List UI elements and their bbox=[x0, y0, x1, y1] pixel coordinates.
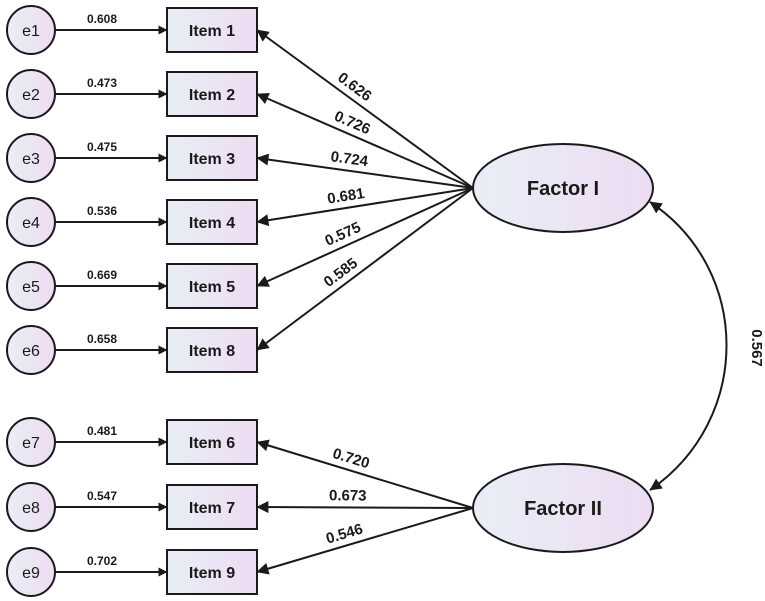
error-node-e7: e7 bbox=[6, 417, 56, 467]
error-circle bbox=[6, 325, 56, 375]
error-label: e4 bbox=[22, 215, 40, 232]
error-circle bbox=[6, 261, 56, 311]
error-label: e3 bbox=[22, 151, 40, 168]
item-box bbox=[166, 71, 258, 117]
item-label: Item 6 bbox=[189, 435, 235, 452]
error-label: e2 bbox=[22, 87, 40, 104]
item-label: Item 9 bbox=[189, 565, 235, 582]
item-box bbox=[166, 549, 258, 595]
error-weight-label: 0.481 bbox=[87, 424, 117, 438]
item-node-item7: Item 7 bbox=[166, 484, 258, 530]
error-weight-label: 0.669 bbox=[87, 268, 117, 282]
loading-label: 0.720 bbox=[331, 445, 372, 472]
error-node-e9: e9 bbox=[6, 547, 56, 597]
error-circle bbox=[6, 69, 56, 119]
item-label: Item 5 bbox=[189, 279, 235, 296]
error-circle bbox=[6, 417, 56, 467]
loading-label: 0.724 bbox=[330, 148, 370, 170]
error-label: e5 bbox=[22, 279, 40, 296]
error-weight-label: 0.473 bbox=[87, 76, 117, 90]
error-node-e1: e1 bbox=[6, 5, 56, 55]
factor-correlation-path bbox=[649, 201, 728, 491]
factor-ellipse bbox=[472, 463, 654, 553]
path-lines bbox=[55, 25, 728, 577]
item-node-item4: Item 4 bbox=[166, 199, 258, 245]
loading-label: 0.673 bbox=[329, 487, 367, 504]
item-node-item3: Item 3 bbox=[166, 135, 258, 181]
factor-label: Factor I bbox=[527, 178, 599, 200]
loading-path-item1 bbox=[256, 29, 474, 189]
loading-path-item5 bbox=[256, 187, 474, 287]
error-node-e6: e6 bbox=[6, 325, 56, 375]
item-box bbox=[166, 327, 258, 373]
item-label: Item 2 bbox=[189, 87, 235, 104]
factor-node-f2: Factor II bbox=[472, 463, 654, 553]
error-weight-label: 0.658 bbox=[87, 332, 117, 346]
loading-path-item7 bbox=[256, 501, 474, 514]
item-box bbox=[166, 419, 258, 465]
error-node-e2: e2 bbox=[6, 69, 56, 119]
path-nodes: e1 e2 e3 e4 e5 e6 e7 e8 e9 Item 1 Item 2 Item 3 Item… bbox=[6, 5, 654, 597]
item-box bbox=[166, 484, 258, 530]
error-node-e3: e3 bbox=[6, 133, 56, 183]
error-circle bbox=[6, 133, 56, 183]
error-circle bbox=[6, 547, 56, 597]
loading-label: 0.726 bbox=[332, 108, 373, 139]
loading-label: 0.585 bbox=[321, 255, 361, 291]
error-weight-label: 0.475 bbox=[87, 140, 117, 154]
item-label: Item 3 bbox=[189, 151, 235, 168]
loading-path-item8 bbox=[256, 187, 474, 351]
item-node-item1: Item 1 bbox=[166, 7, 258, 53]
item-node-item2: Item 2 bbox=[166, 71, 258, 117]
factor-ellipse bbox=[472, 143, 654, 233]
error-label: e9 bbox=[22, 565, 40, 582]
error-node-e4: e4 bbox=[6, 197, 56, 247]
loading-label: 0.575 bbox=[322, 219, 363, 250]
item-label: Item 8 bbox=[189, 343, 235, 360]
error-weight-label: 0.702 bbox=[87, 554, 117, 568]
error-circle bbox=[6, 5, 56, 55]
path-labels: 0.608 0.473 0.475 0.536 0.669 0.658 0.481 0.547… bbox=[87, 12, 765, 568]
item-node-item6: Item 6 bbox=[166, 419, 258, 465]
error-circle bbox=[6, 197, 56, 247]
correlation-label: 0.567 bbox=[748, 329, 765, 367]
loading-path-item6 bbox=[256, 439, 474, 509]
error-label: e7 bbox=[22, 435, 40, 452]
loading-label: 0.626 bbox=[334, 69, 374, 105]
item-box bbox=[166, 263, 258, 309]
item-node-item9: Item 9 bbox=[166, 549, 258, 595]
item-box bbox=[166, 199, 258, 245]
item-node-item5: Item 5 bbox=[166, 263, 258, 309]
error-weight-label: 0.547 bbox=[87, 489, 117, 503]
item-label: Item 7 bbox=[189, 500, 235, 517]
loading-label: 0.681 bbox=[326, 185, 366, 208]
item-box bbox=[166, 135, 258, 181]
factor-node-f1: Factor I bbox=[472, 143, 654, 233]
error-node-e5: e5 bbox=[6, 261, 56, 311]
error-label: e8 bbox=[22, 500, 40, 517]
loading-label: 0.546 bbox=[324, 521, 365, 548]
error-label: e1 bbox=[22, 23, 40, 40]
error-weight-label: 0.608 bbox=[87, 12, 117, 26]
item-node-item8: Item 8 bbox=[166, 327, 258, 373]
item-label: Item 1 bbox=[189, 23, 235, 40]
item-box bbox=[166, 7, 258, 53]
error-node-e8: e8 bbox=[6, 482, 56, 532]
error-circle bbox=[6, 482, 56, 532]
error-weight-label: 0.536 bbox=[87, 204, 117, 218]
loading-path-item4 bbox=[256, 187, 474, 227]
loading-path-item9 bbox=[256, 507, 474, 575]
error-label: e6 bbox=[22, 343, 40, 360]
loading-path-item3 bbox=[256, 153, 474, 189]
factor-label: Factor II bbox=[524, 498, 602, 520]
item-label: Item 4 bbox=[189, 215, 235, 232]
loading-path-item2 bbox=[256, 93, 474, 189]
